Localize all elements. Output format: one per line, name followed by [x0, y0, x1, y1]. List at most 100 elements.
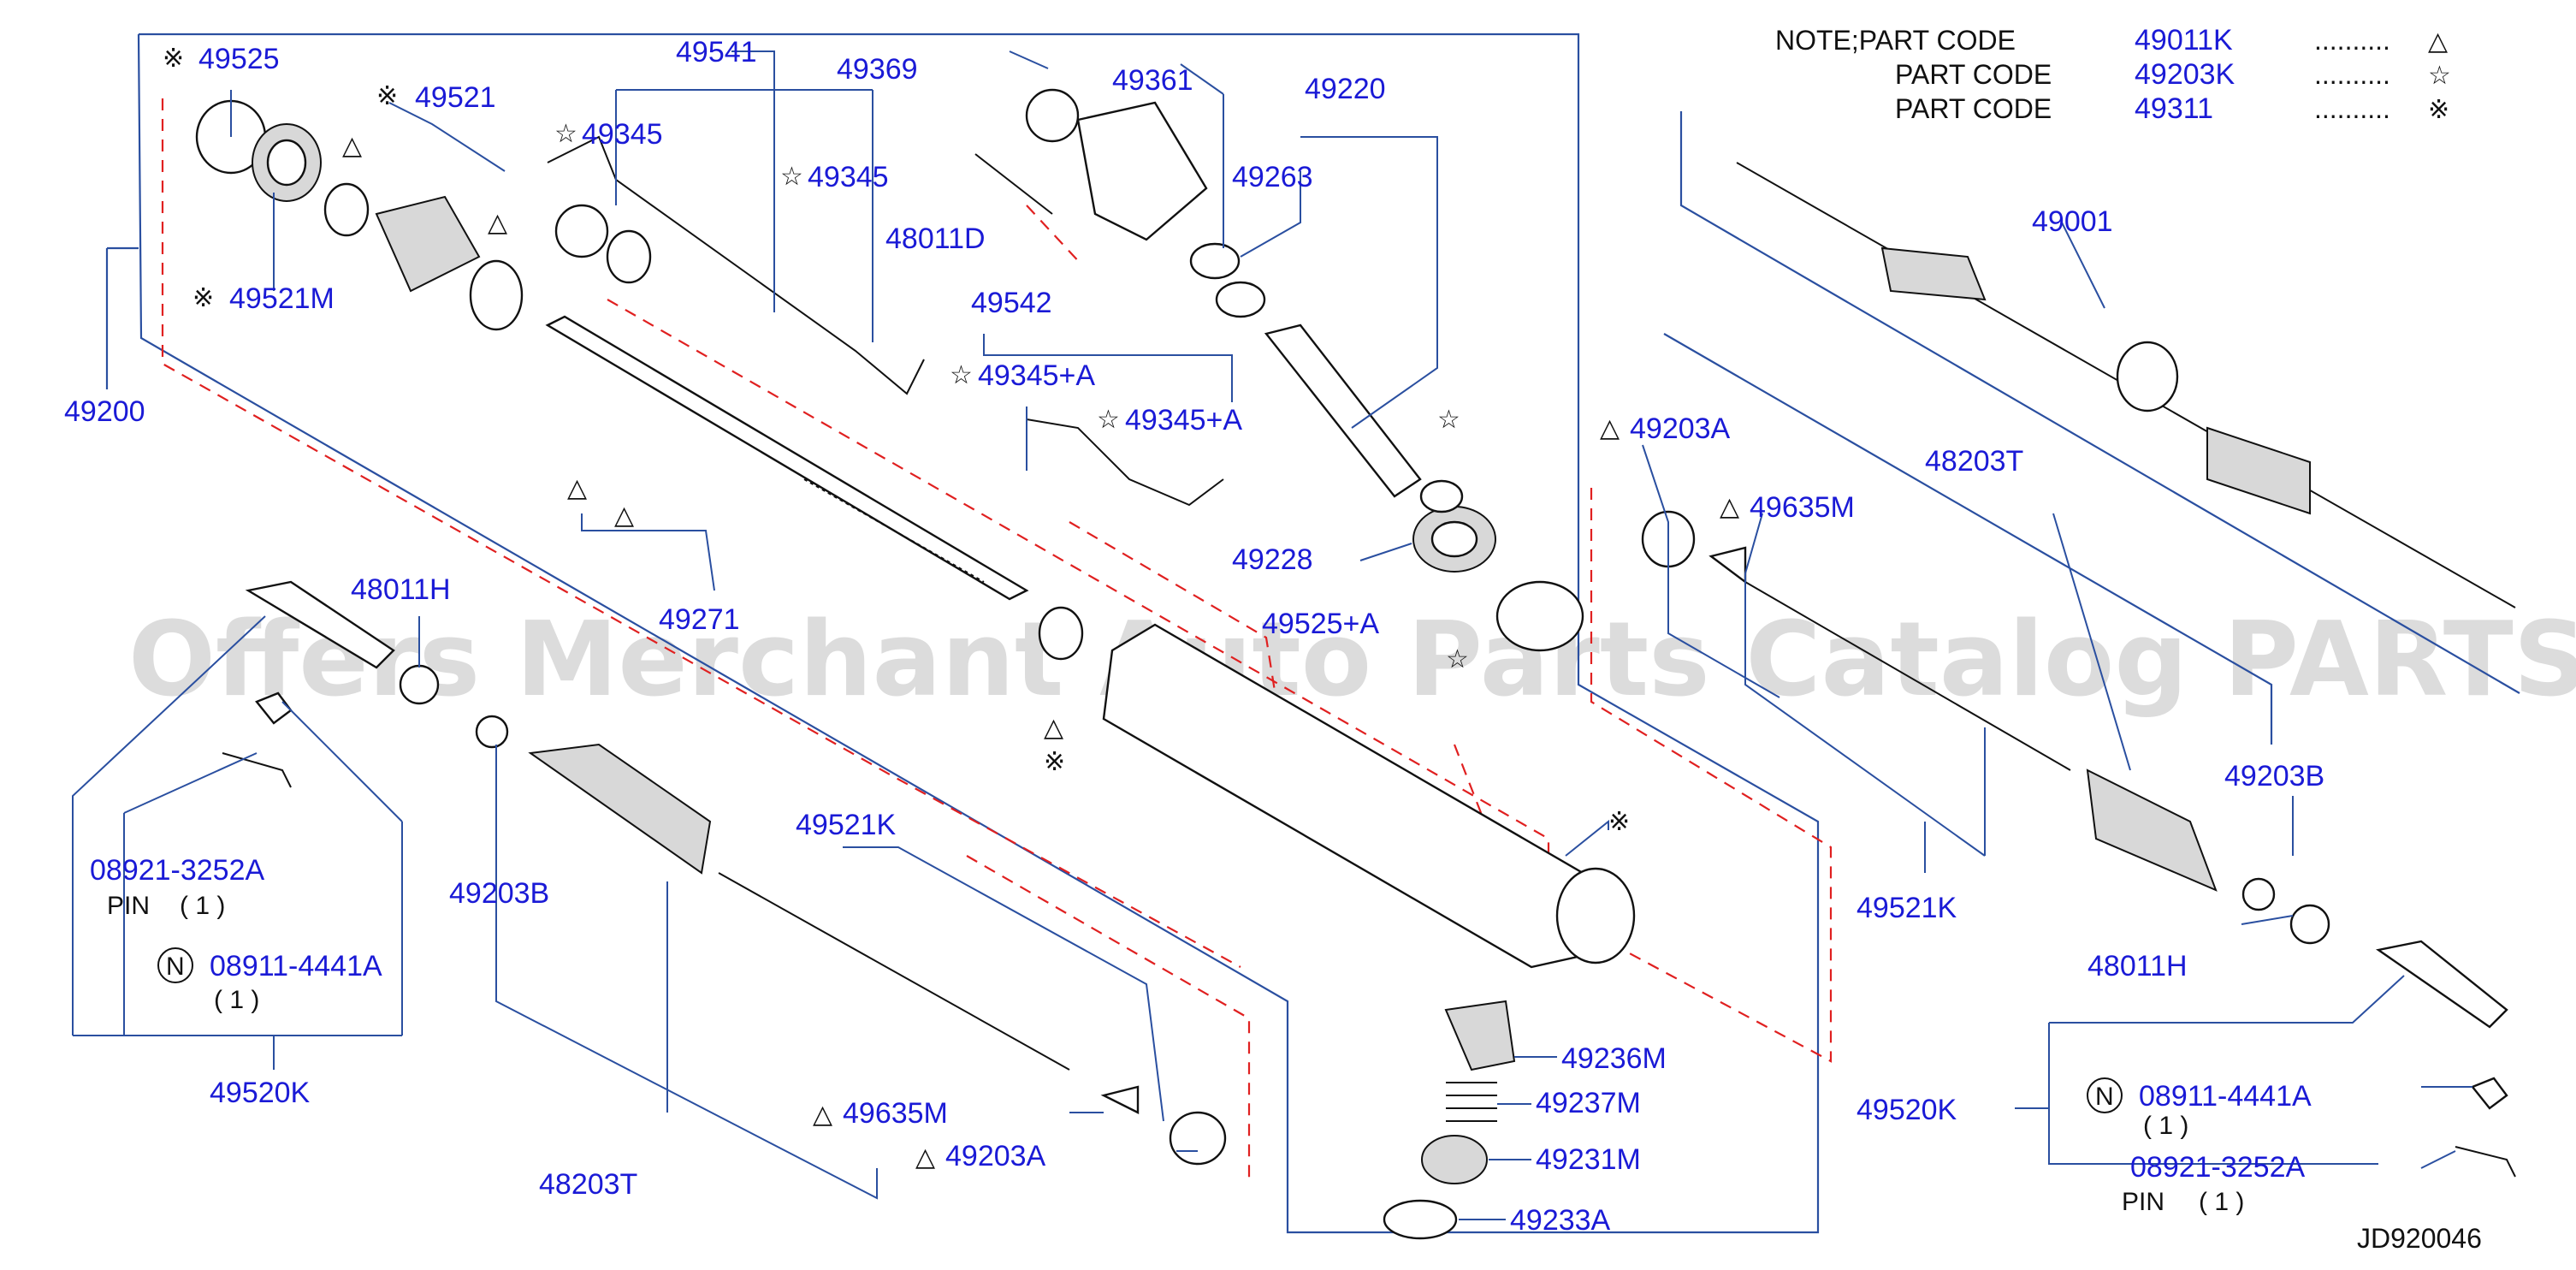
bushing-49521M-hole	[266, 139, 307, 187]
triangle-icon: △	[813, 1100, 832, 1130]
label-49521M: 49521M	[229, 282, 335, 315]
lock-plate-49635M-right	[1708, 546, 1747, 585]
dash-line-1	[161, 98, 1241, 968]
note-1-code: 49011K	[2135, 24, 2233, 56]
pin-label-right: PIN	[2122, 1188, 2164, 1216]
qty-left: ( 1 )	[214, 986, 259, 1014]
note-3-prefix: PART CODE	[1895, 93, 2052, 124]
clamp-49203B-left	[475, 715, 509, 749]
label-49520K-right: 49520K	[1856, 1094, 1957, 1126]
label-49345A-1: 49345+A	[978, 359, 1095, 392]
diagram-id: JD920046	[2357, 1223, 2482, 1254]
label-49345A-2: 49345+A	[1125, 404, 1242, 436]
retainer-49236M	[1444, 1000, 1516, 1071]
label-49237M: 49237M	[1536, 1087, 1641, 1119]
pinion-49220	[1264, 323, 1422, 498]
tie-rod-48203T-left	[718, 872, 1070, 1071]
label-49231M: 49231M	[1536, 1143, 1641, 1176]
star-icon: ☆	[950, 360, 973, 390]
label-49228: 49228	[1232, 543, 1313, 576]
seal-49271-b	[606, 229, 652, 284]
label-49369: 49369	[837, 53, 918, 86]
bearing-washer	[1419, 479, 1464, 513]
bolt-48011D	[974, 153, 1053, 215]
label-49521K-right: 49521K	[1856, 892, 1957, 924]
note-2-prefix: PART CODE	[1895, 59, 2052, 90]
label-48011H-right: 48011H	[2087, 950, 2188, 982]
label-49361: 49361	[1112, 64, 1193, 97]
label-49525A: 49525+A	[1262, 608, 1379, 640]
triangle-icon: △	[614, 501, 634, 531]
label-48203T-right: 48203T	[1925, 445, 2023, 478]
seal-49369	[1025, 88, 1080, 143]
triangle-icon: △	[1720, 492, 1739, 522]
tie-rod-end-left	[245, 580, 395, 669]
valve-housing-49361	[1076, 101, 1208, 241]
lock-nut-49233A	[1383, 1199, 1458, 1240]
clamp-49203A-left	[1169, 1111, 1227, 1166]
label-49263: 49263	[1232, 161, 1313, 193]
label-48011D: 48011D	[885, 223, 986, 255]
label-49203A-right: 49203A	[1630, 412, 1731, 445]
housing-port	[1555, 867, 1636, 964]
label-49203B-right: 49203B	[2224, 760, 2324, 792]
bearing-49228-hole	[1430, 520, 1478, 558]
label-08921-right: 08921-3252A	[2130, 1151, 2306, 1184]
dash-line-3	[1069, 521, 1285, 745]
frame-49001	[1679, 111, 2520, 694]
label-49521K-left: 49521K	[796, 809, 897, 841]
label-48011H-left: 48011H	[351, 573, 451, 606]
label-08911-right: 08911-4441A	[2139, 1080, 2312, 1113]
spring-49237M	[1446, 1082, 1497, 1122]
triangle-icon: △	[342, 131, 362, 161]
label-49220: 49220	[1305, 73, 1386, 105]
label-49233A: 49233A	[1510, 1204, 1611, 1237]
star-icon: ☆	[1097, 405, 1120, 435]
note-3-dots: ..........	[2314, 93, 2390, 124]
triangle-icon: △	[915, 1142, 935, 1172]
label-49541: 49541	[676, 36, 757, 68]
star-icon: ☆	[780, 162, 803, 192]
dash-line-4	[966, 855, 1251, 1181]
reference-mark-icon: ※	[2428, 95, 2449, 125]
pin-08921-left	[222, 752, 292, 788]
boot-49521K-right	[2086, 769, 2218, 892]
label-49520K-left: 49520K	[210, 1077, 311, 1109]
o-ring-49521	[469, 259, 524, 331]
rack-teeth	[803, 478, 985, 583]
label-49203B-left: 49203B	[449, 877, 549, 910]
note-3-code: 49311	[2135, 92, 2213, 125]
star-icon: ☆	[1437, 405, 1460, 435]
leader-lines	[72, 50, 2472, 1220]
note-2-code: 49203K	[2135, 58, 2235, 91]
clamp-49203B-right	[2241, 877, 2276, 911]
star-icon: ☆	[2428, 61, 2451, 91]
pin-label-left: PIN	[107, 892, 150, 920]
note-1-prefix: NOTE;PART CODE	[1775, 25, 2016, 56]
reference-mark-icon: ※	[1044, 747, 1065, 777]
note-1-dots: ..........	[2314, 25, 2390, 56]
gear-49001-housing	[2116, 341, 2179, 412]
rack-49271	[545, 315, 1029, 601]
note-2-dots: ..........	[2314, 59, 2390, 90]
pin-qty-left: ( 1 )	[180, 892, 225, 920]
label-49635M-left: 49635M	[843, 1097, 948, 1130]
seal-49525A	[1495, 580, 1584, 652]
tie-rod-48203T-right	[1744, 581, 2071, 771]
triangle-icon: △	[2428, 27, 2448, 56]
reference-mark-icon: ※	[376, 81, 398, 111]
n-badge-left	[157, 947, 193, 983]
star-icon: ☆	[554, 119, 577, 149]
lock-plate-49635M-left	[1100, 1085, 1140, 1114]
frame-48203T-right	[1663, 333, 2273, 745]
triangle-icon: △	[1600, 413, 1620, 443]
tie-rod-end-right	[2375, 940, 2508, 1029]
nut-48011H-left	[399, 664, 440, 705]
dash-line-6	[1026, 205, 1083, 266]
label-49203A-left: 49203A	[945, 1140, 1046, 1172]
tube-49542	[1026, 418, 1224, 507]
label-08921-left: 08921-3252A	[90, 854, 265, 887]
triangle-icon: △	[488, 208, 507, 238]
o-ring-left	[323, 182, 370, 237]
